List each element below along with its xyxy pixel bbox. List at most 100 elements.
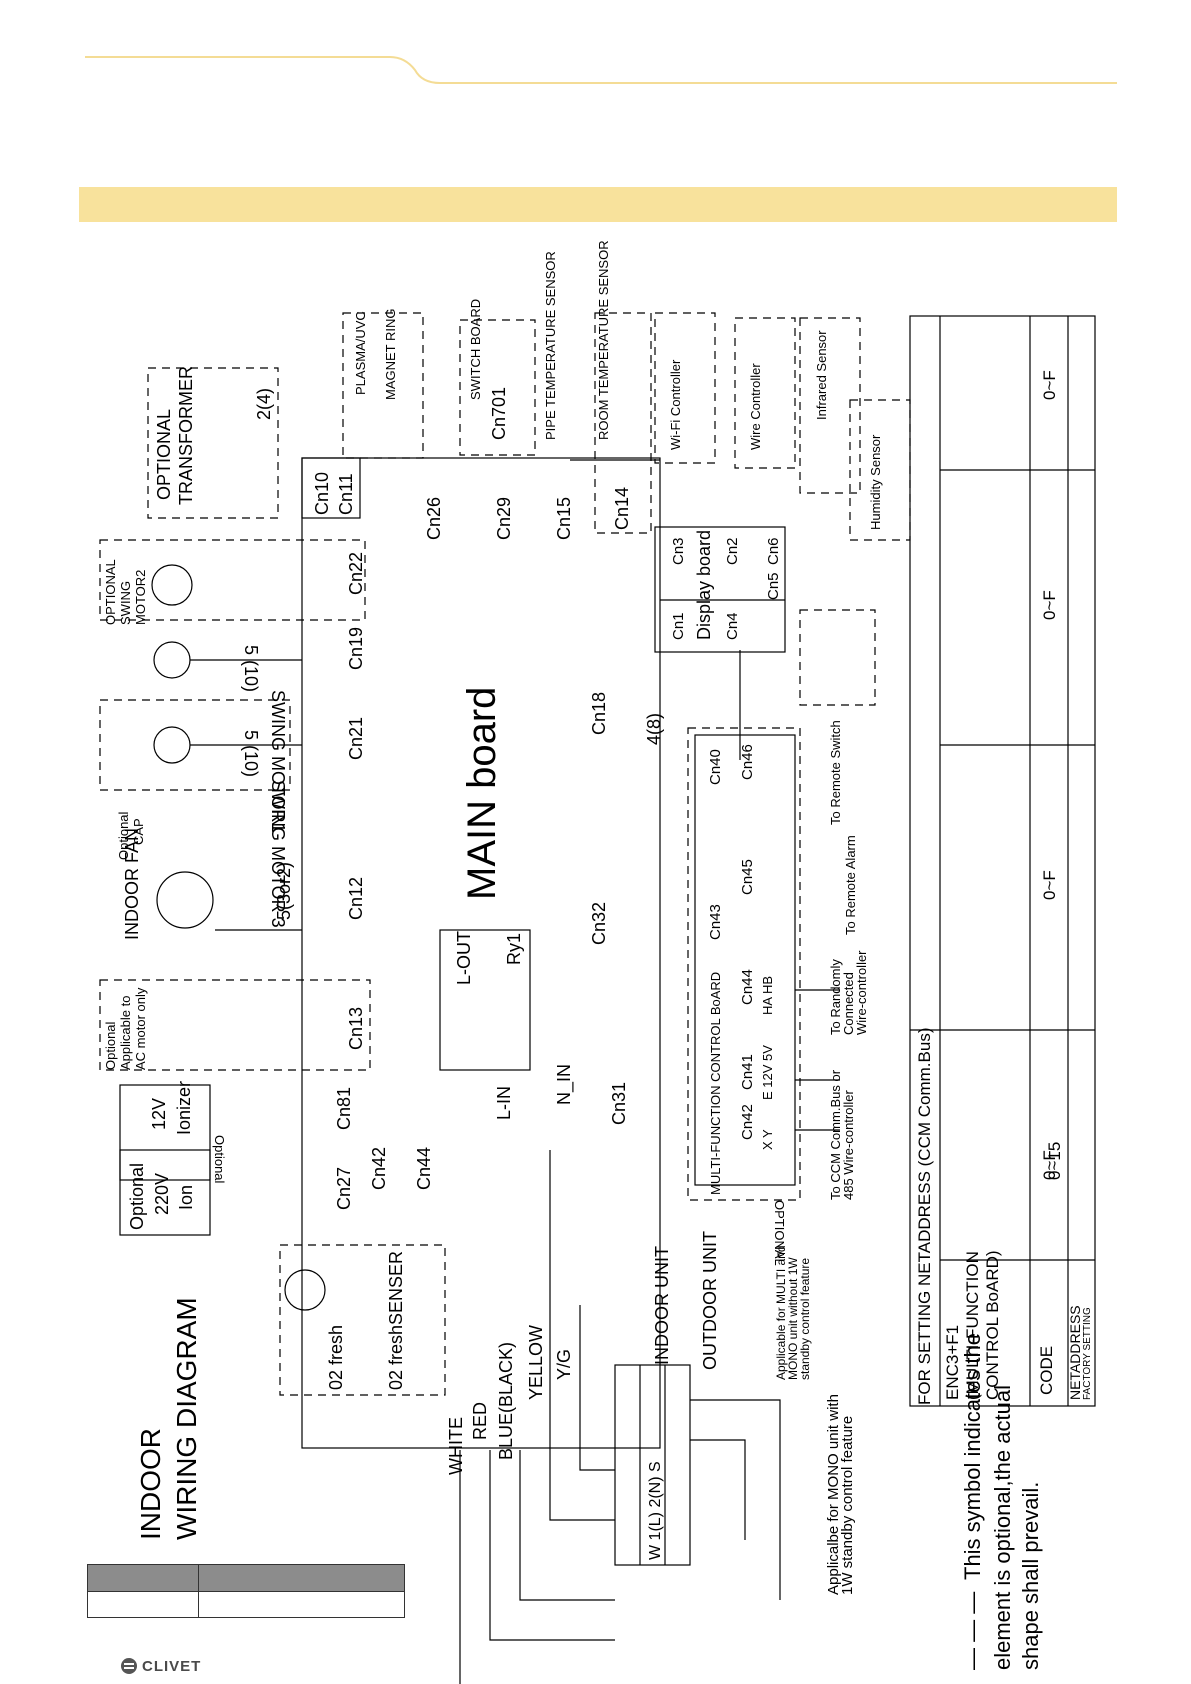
infrared-box bbox=[799, 317, 861, 494]
wire-yg: Y/G bbox=[554, 1349, 574, 1380]
connector-cn42: Cn42 bbox=[369, 1147, 389, 1190]
indoor-fan-circle bbox=[156, 871, 214, 929]
wire-controller-label: Wire Controller bbox=[748, 363, 763, 450]
connector-cn15: Cn15 bbox=[554, 497, 574, 540]
mfc-cn42: Cn42 bbox=[739, 1104, 756, 1140]
netaddress-table-outline bbox=[909, 315, 1096, 1407]
ion-box bbox=[119, 1149, 211, 1236]
pipe-temp-label: PIPE TEMPERATURE SENSOR bbox=[543, 251, 558, 440]
mfc-cn43: Cn43 bbox=[707, 904, 724, 940]
display-board-outline bbox=[654, 526, 786, 653]
main-board-label: MAIN board bbox=[460, 687, 504, 900]
mfc-xy: X Y bbox=[760, 1129, 775, 1150]
to-random-line1: To Randomly bbox=[828, 959, 843, 1035]
clivet-logo-text: CLIVET bbox=[142, 1657, 202, 1675]
connector-cn31: Cn31 bbox=[609, 1082, 629, 1125]
fresh-sensor-label: 02 freshSENSER bbox=[386, 1251, 406, 1390]
multi-note-line2: MONO unit without 1W bbox=[786, 1257, 800, 1380]
ac-motor-label-3: AC motor only bbox=[133, 987, 148, 1070]
switch-board-label: SWITCH BOARD bbox=[468, 299, 483, 400]
indoor-unit-label: INDOOR UNIT bbox=[652, 1246, 672, 1365]
transformer-label-1: OPTIONAL bbox=[154, 409, 174, 500]
mfc-label: MULTI-FUNCTION CONTROL BoARD bbox=[708, 972, 723, 1195]
ionizer-optional-label: Optional bbox=[212, 1135, 227, 1184]
wifi-label: Wi-Fi Controller bbox=[668, 359, 683, 450]
diagram-title-line1: INDOOR bbox=[135, 1428, 166, 1540]
note-dashes: — — — bbox=[960, 1592, 985, 1670]
relay-ry1: Ry1 bbox=[504, 933, 524, 965]
to-ccm-line2: 485 Wire-controller bbox=[841, 1090, 856, 1200]
wifi-box bbox=[654, 312, 716, 464]
connector-cn32: Cn32 bbox=[589, 902, 609, 945]
display-cn2: Cn2 bbox=[724, 537, 741, 565]
netaddress-code-4: 0~F bbox=[1040, 370, 1059, 400]
connector-cn22: Cn22 bbox=[346, 552, 366, 595]
switch-board-box bbox=[459, 319, 536, 456]
ionizer-label-2: Ionizer bbox=[174, 1081, 194, 1135]
netaddress-factory-label: FACTORY SETTING bbox=[1082, 1307, 1093, 1400]
header-decoration-line bbox=[85, 56, 1117, 84]
connector-cn701: Cn701 bbox=[489, 387, 509, 440]
mfc-cn44: Cn44 bbox=[739, 969, 756, 1005]
wire-count-5-10-b: 5 (10) bbox=[241, 730, 261, 777]
diagram-title-line2: WIRING DIAGRAM bbox=[171, 1297, 202, 1540]
swing-motor3-circle bbox=[153, 726, 191, 764]
wire-controller-box bbox=[734, 317, 796, 469]
connector-cn29: Cn29 bbox=[494, 497, 514, 540]
mfc-cn45: Cn45 bbox=[739, 859, 756, 895]
connector-cn13: Cn13 bbox=[346, 1007, 366, 1050]
connector-cn21: Cn21 bbox=[346, 717, 366, 760]
netaddress-title: FOR SETTING NETADDRESS (CCM Comm.Bus) bbox=[915, 1028, 934, 1405]
terminal-labels: W 1(L) 2(N) S bbox=[647, 1461, 664, 1560]
magnet-ring-label: MAGNET RING bbox=[383, 309, 398, 401]
swing-motor3-label: SWING MOTOR 3 bbox=[268, 780, 288, 928]
mfc-cn46: Cn46 bbox=[739, 744, 756, 780]
to-random-line2: Connected bbox=[841, 972, 856, 1035]
connector-cn10: Cn10 bbox=[312, 472, 332, 515]
swing-motor1-circle bbox=[153, 641, 191, 679]
display-cn6: Cn6 bbox=[765, 537, 782, 565]
relay-lin: L-IN bbox=[494, 1086, 514, 1120]
netaddress-code-label: CODE bbox=[1037, 1346, 1056, 1395]
ionizer-box bbox=[119, 1084, 211, 1181]
terminal-block bbox=[614, 1364, 691, 1566]
display-cn5: Cn5 bbox=[765, 572, 782, 600]
display-cn1: Cn1 bbox=[670, 612, 687, 640]
multi-note-line1: Applicable for MULTI and bbox=[774, 1245, 788, 1380]
to-remote-alarm: To Remote Alarm bbox=[843, 835, 858, 935]
netaddress-code-3: 0~F bbox=[1040, 590, 1059, 620]
relay-lout: L-OUT bbox=[454, 931, 474, 985]
clivet-logo: CLIVET bbox=[120, 1655, 201, 1677]
ac-motor-label-2: Applicable to bbox=[118, 996, 133, 1070]
fresh-label: 02 fresh bbox=[326, 1325, 346, 1390]
note-line1: This symbol indicates the bbox=[960, 1333, 985, 1580]
swing-motor2-box bbox=[99, 539, 366, 621]
connector-cn11: Cn11 bbox=[336, 473, 356, 515]
transformer-label-2: TRANSFORMER bbox=[176, 366, 196, 505]
mfc-cn41: Cn41 bbox=[739, 1054, 756, 1090]
to-random-line3: Wire-controller bbox=[854, 950, 869, 1035]
ac-motor-label-1: Optional bbox=[103, 1021, 118, 1070]
to-ccm-line1: To CCM Comm.Bus or bbox=[828, 1069, 843, 1200]
wire-red: RED bbox=[470, 1402, 490, 1440]
humidity-label: Humidity Sensor bbox=[868, 434, 883, 530]
swing-motor1-label: SWING MOTOR1 bbox=[268, 690, 288, 833]
netaddress-code-1: 0~F bbox=[1040, 1150, 1059, 1180]
netaddress-board-2: (MULTI-FUNCTION bbox=[963, 1251, 982, 1400]
fresh-box bbox=[279, 1244, 446, 1396]
netaddress-board-1: ENC3+F1 bbox=[943, 1325, 962, 1400]
mono-note-line1: Applicalbe for MONO unit with bbox=[825, 1394, 842, 1595]
wire-blue: BLUE(BLACK) bbox=[496, 1342, 516, 1460]
relay-nin: N_IN bbox=[554, 1064, 575, 1105]
ac-motor-box bbox=[99, 979, 371, 1071]
netaddress-range-0-15: 0~15 bbox=[1045, 1142, 1064, 1180]
room-temp-box bbox=[594, 312, 652, 534]
wire-count-4-8: 4(8) bbox=[644, 713, 664, 745]
wire-white: WHITE bbox=[446, 1417, 466, 1475]
ionizer-label-1: 12V bbox=[149, 1098, 169, 1130]
ion-label-3: Ion bbox=[176, 1185, 196, 1210]
display-cn3: Cn3 bbox=[670, 537, 687, 565]
relay-box bbox=[439, 929, 531, 1071]
mfc-cn40: Cn40 bbox=[707, 749, 724, 785]
